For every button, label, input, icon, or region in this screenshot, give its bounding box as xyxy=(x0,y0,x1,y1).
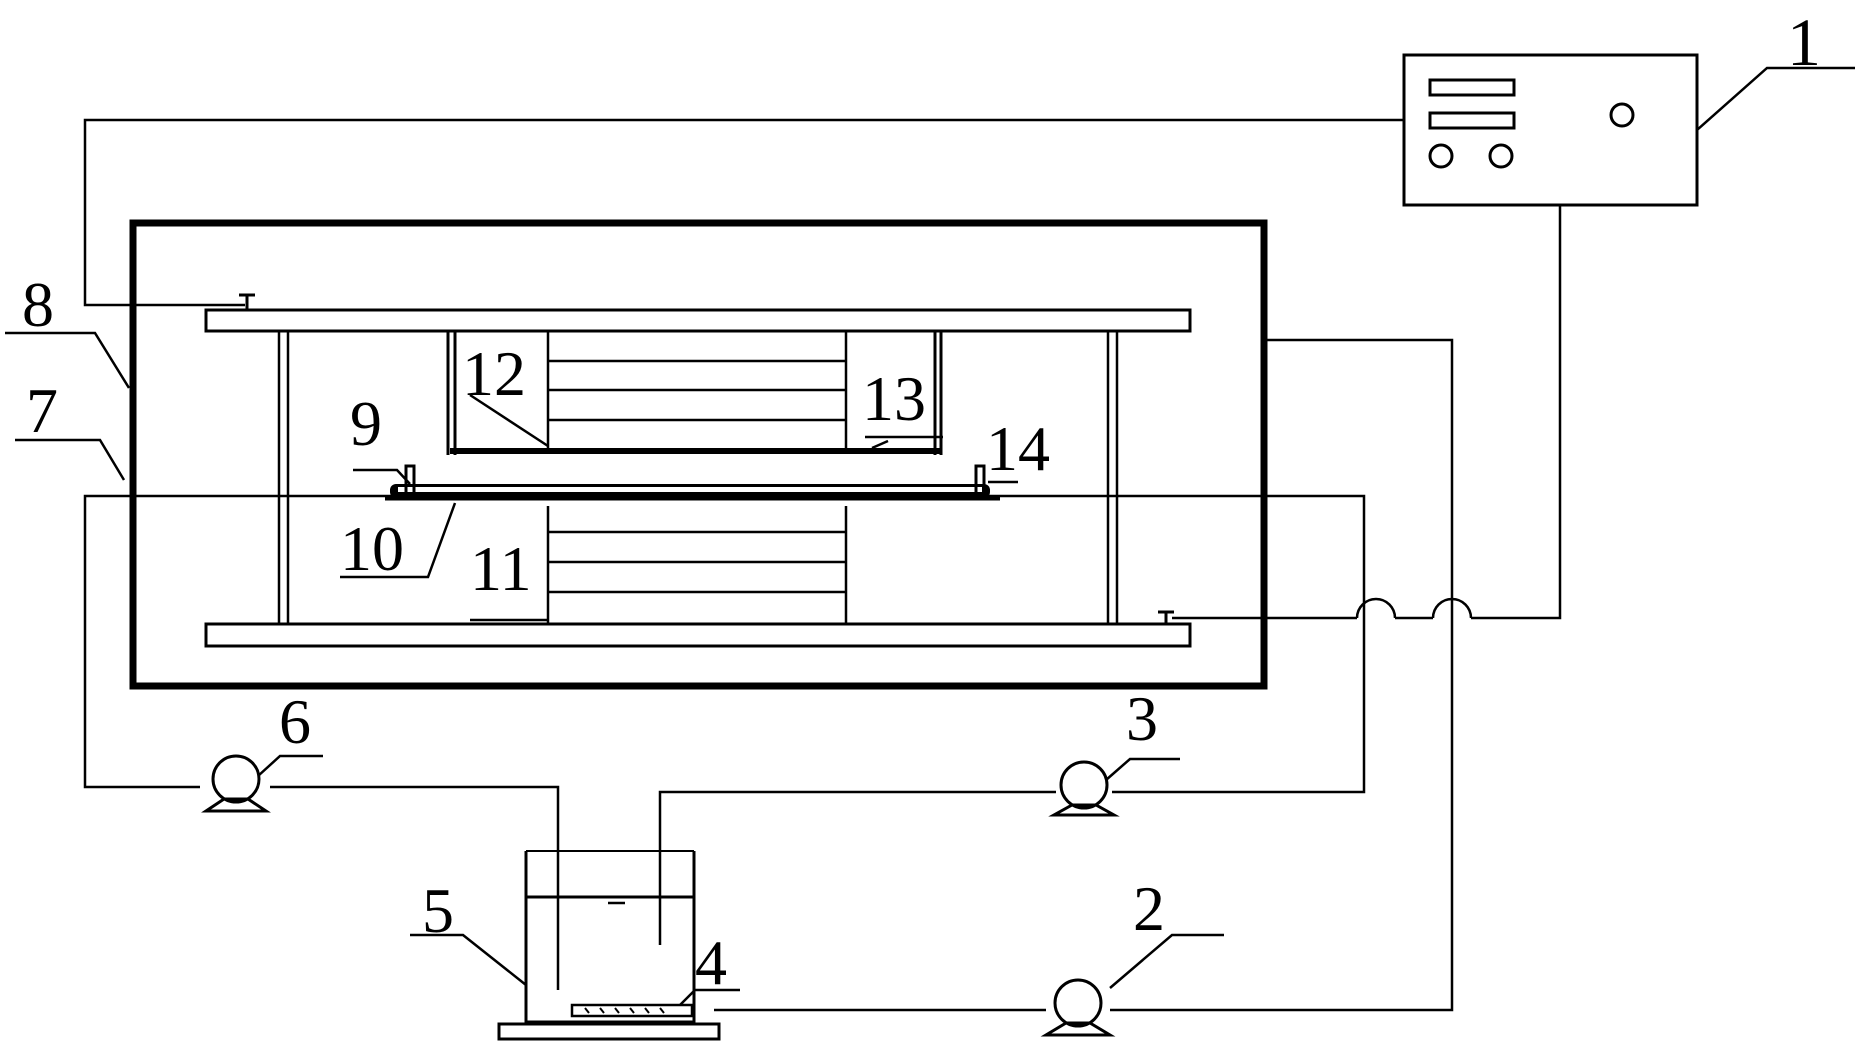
controller xyxy=(1402,53,1699,207)
label-10: 10 xyxy=(340,513,404,584)
support-columns xyxy=(277,331,1119,624)
label-5: 5 xyxy=(422,875,454,946)
labels: 1 2 3 4 5 6 7 8 9 10 11 12 13 14 xyxy=(22,4,1821,998)
upper-frame xyxy=(446,331,943,455)
label-11: 11 xyxy=(470,533,532,604)
specimen-assembly xyxy=(385,464,1000,501)
controller-knob-icon xyxy=(1609,102,1635,128)
label-3: 3 xyxy=(1126,683,1158,754)
label-13: 13 xyxy=(862,363,926,434)
controller-wire-top xyxy=(83,118,1404,307)
bubbler xyxy=(570,1003,694,1018)
pump-3-icon xyxy=(1048,760,1120,817)
label-9: 9 xyxy=(350,388,382,459)
pump2-line xyxy=(714,338,1454,1012)
label-8: 8 xyxy=(22,269,54,340)
pump3-line xyxy=(83,494,1366,945)
bottom-sensor xyxy=(1158,610,1174,624)
controller-knob-icon xyxy=(1488,143,1514,169)
label-1: 1 xyxy=(1787,4,1821,80)
pump6-line xyxy=(270,785,560,990)
lower-stack xyxy=(546,506,848,624)
label-14: 14 xyxy=(986,413,1050,484)
top-sensor xyxy=(239,293,255,310)
pump-2-icon xyxy=(1040,978,1116,1037)
chamber xyxy=(129,219,1268,690)
pump-6-icon xyxy=(201,754,271,813)
bottom-plate xyxy=(204,622,1192,648)
controller-knob-icon xyxy=(1428,143,1454,169)
leader-lines xyxy=(5,66,1855,1006)
top-plate xyxy=(204,308,1192,333)
label-4: 4 xyxy=(695,927,727,998)
label-6: 6 xyxy=(279,686,311,757)
label-2: 2 xyxy=(1133,873,1165,944)
controller-wire-bottom xyxy=(1172,205,1562,620)
water-tank xyxy=(497,850,721,1041)
label-12: 12 xyxy=(462,338,526,409)
label-7: 7 xyxy=(26,375,58,446)
